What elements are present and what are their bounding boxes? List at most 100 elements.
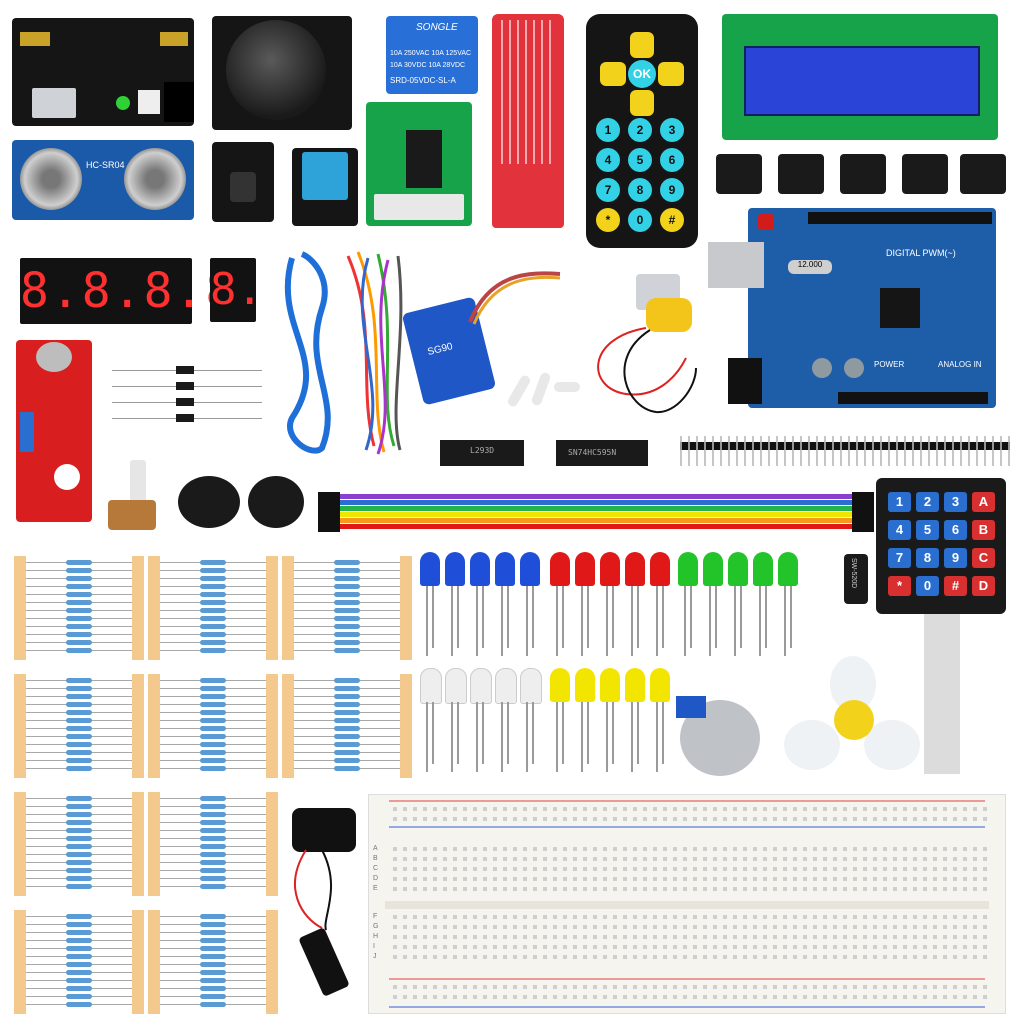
breadboard-hole bbox=[743, 857, 747, 861]
keypad-key: D bbox=[972, 576, 995, 596]
pin-header-pins bbox=[680, 436, 1010, 466]
breadboard-hole bbox=[743, 847, 747, 851]
led-leg bbox=[507, 586, 509, 648]
breadboard-hole bbox=[663, 847, 667, 851]
breadboard-hole bbox=[733, 867, 737, 871]
pot-shaft bbox=[130, 460, 146, 506]
breadboard-hole bbox=[623, 857, 627, 861]
breadboard-hole bbox=[983, 955, 987, 959]
resistor bbox=[200, 962, 226, 967]
led bbox=[625, 552, 645, 586]
joystick-cap bbox=[226, 20, 326, 120]
ic-label: SN74HC595N bbox=[568, 448, 617, 457]
breadboard-hole bbox=[443, 877, 447, 881]
breadboard-hole bbox=[913, 867, 917, 871]
breadboard-hole bbox=[643, 915, 647, 919]
breadboard-hole bbox=[643, 817, 647, 821]
breadboard-hole bbox=[703, 995, 707, 999]
resistor bbox=[200, 576, 226, 581]
breadboard-hole bbox=[793, 847, 797, 851]
breadboard-hole bbox=[693, 807, 697, 811]
breadboard-hole bbox=[523, 857, 527, 861]
breadboard-hole bbox=[693, 945, 697, 949]
breadboard-hole bbox=[953, 867, 957, 871]
breadboard-hole bbox=[903, 877, 907, 881]
breadboard-hole bbox=[493, 877, 497, 881]
breadboard-hole bbox=[493, 867, 497, 871]
breadboard-row-label: I bbox=[373, 943, 375, 950]
breadboard-hole bbox=[813, 807, 817, 811]
breadboard-hole bbox=[533, 995, 537, 999]
breadboard-hole bbox=[713, 867, 717, 871]
breadboard-hole bbox=[703, 807, 707, 811]
breadboard-hole bbox=[593, 945, 597, 949]
breadboard-hole bbox=[763, 925, 767, 929]
breadboard-hole bbox=[753, 857, 757, 861]
resistor bbox=[200, 994, 226, 999]
breadboard-hole bbox=[973, 857, 977, 861]
microphone bbox=[36, 342, 72, 372]
breadboard-hole bbox=[983, 867, 987, 871]
remote-key: 8 bbox=[628, 178, 652, 202]
ic-chip-l293d: L293D bbox=[440, 440, 524, 466]
tactile-button bbox=[960, 154, 1006, 194]
breadboard-hole bbox=[973, 867, 977, 871]
breadboard-hole bbox=[453, 945, 457, 949]
center-channel bbox=[385, 901, 989, 909]
breadboard-hole bbox=[893, 985, 897, 989]
breadboard-hole bbox=[743, 915, 747, 919]
led-leg bbox=[426, 702, 428, 772]
resistor bbox=[334, 750, 360, 755]
breadboard-hole bbox=[653, 935, 657, 939]
breadboard-hole bbox=[953, 857, 957, 861]
led-leg bbox=[734, 586, 736, 656]
breadboard-hole bbox=[773, 877, 777, 881]
breadboard-hole bbox=[423, 847, 427, 851]
resistor bbox=[200, 836, 226, 841]
breadboard-hole bbox=[533, 817, 537, 821]
battery-clip bbox=[292, 808, 356, 852]
breadboard-hole bbox=[873, 915, 877, 919]
breadboard-hole bbox=[813, 817, 817, 821]
breadboard-hole bbox=[463, 945, 467, 949]
resistor bbox=[200, 868, 226, 873]
breadboard-hole bbox=[943, 817, 947, 821]
breadboard-hole bbox=[823, 985, 827, 989]
breadboard-hole bbox=[833, 867, 837, 871]
breadboard-hole bbox=[923, 955, 927, 959]
breadboard-hole bbox=[533, 935, 537, 939]
breadboard-hole bbox=[943, 985, 947, 989]
breadboard-row-label: C bbox=[373, 865, 379, 872]
breadboard-hole bbox=[543, 867, 547, 871]
resistor-strip bbox=[148, 674, 278, 778]
breadboard-hole bbox=[683, 925, 687, 929]
keypad-key: 7 bbox=[888, 548, 911, 568]
breadboard-hole bbox=[693, 817, 697, 821]
resistor bbox=[66, 954, 92, 959]
breadboard-hole bbox=[553, 847, 557, 851]
resistor bbox=[334, 766, 360, 771]
breadboard-hole bbox=[733, 847, 737, 851]
breadboard-hole bbox=[803, 915, 807, 919]
ir-receiver bbox=[230, 172, 256, 202]
breadboard-hole bbox=[933, 877, 937, 881]
breadboard-hole bbox=[923, 945, 927, 949]
led bbox=[470, 668, 492, 704]
breadboard-hole bbox=[603, 995, 607, 999]
breadboard-hole bbox=[983, 807, 987, 811]
breadboard-hole bbox=[963, 935, 967, 939]
breadboard-hole bbox=[863, 995, 867, 999]
breadboard-hole bbox=[963, 945, 967, 949]
breadboard-hole bbox=[893, 925, 897, 929]
breadboard-hole bbox=[893, 857, 897, 861]
resistor-strip bbox=[148, 910, 278, 1014]
breadboard-hole bbox=[953, 887, 957, 891]
keypad-key: * bbox=[888, 576, 911, 596]
breadboard-hole bbox=[833, 925, 837, 929]
wire bbox=[326, 500, 866, 505]
breadboard-hole bbox=[683, 857, 687, 861]
breadboard-hole bbox=[403, 915, 407, 919]
breadboard-hole bbox=[843, 877, 847, 881]
breadboard-hole bbox=[473, 807, 477, 811]
